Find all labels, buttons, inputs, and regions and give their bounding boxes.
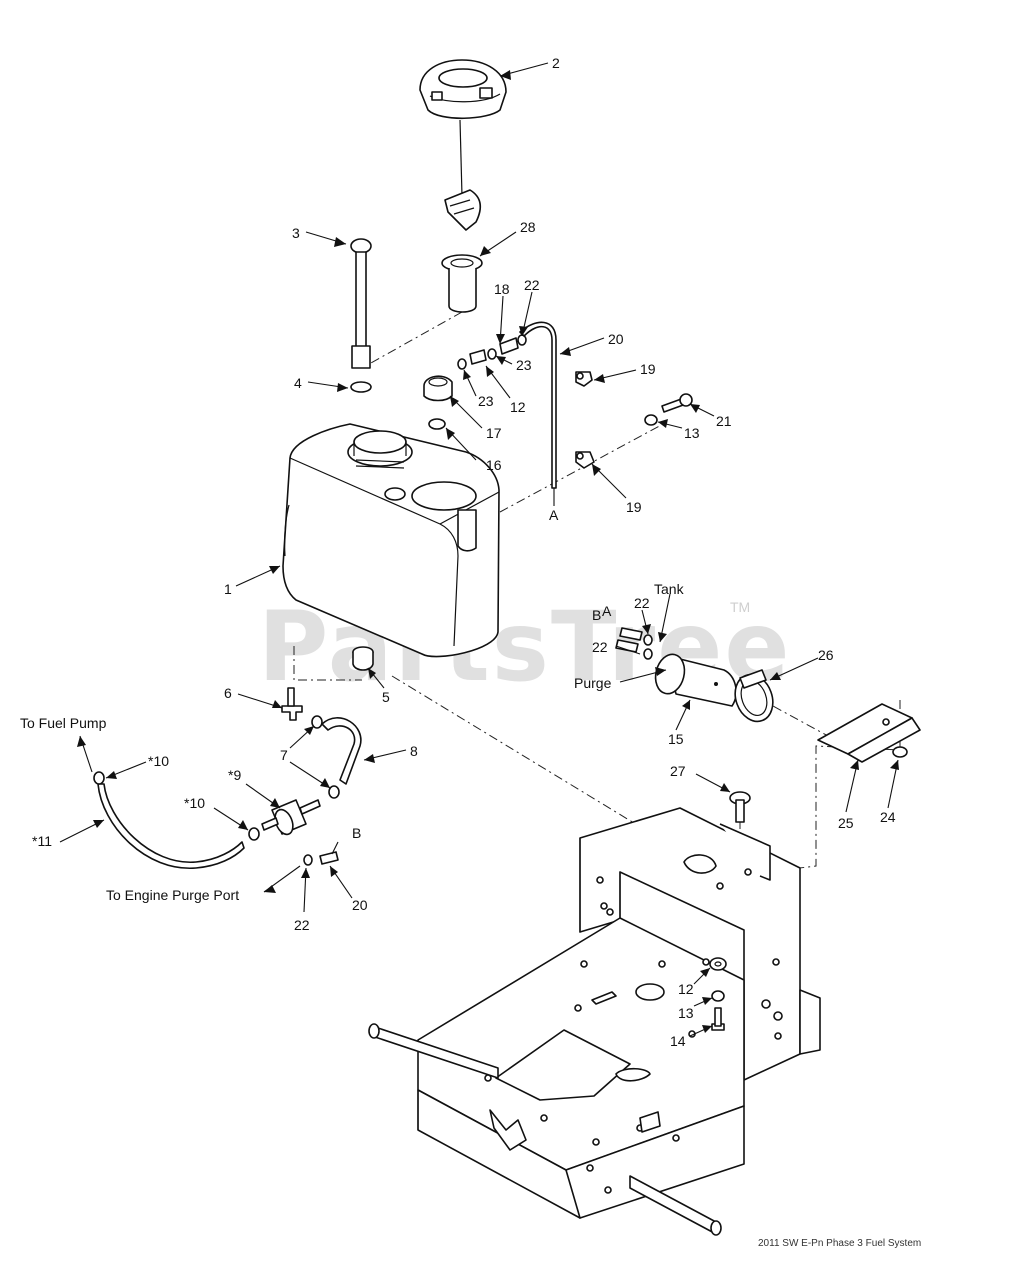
- fuel-tank: [282, 423, 500, 658]
- callout-10-right: *10: [184, 795, 205, 811]
- to-fuel-pump-label: To Fuel Pump: [20, 715, 107, 731]
- vent-grommet: [428, 418, 446, 430]
- callout-22-canister-lower: 22: [592, 639, 608, 655]
- vent-hose: [519, 321, 557, 489]
- canister-fittings: [615, 627, 653, 660]
- callout-27: 27: [670, 763, 686, 779]
- callout-2: 2: [552, 55, 560, 71]
- dipstick: [350, 238, 372, 369]
- cap-tether: [444, 189, 482, 231]
- callout-10-left: *10: [148, 753, 169, 769]
- inline-fuel-filter: [261, 799, 321, 836]
- callout-3: 3: [292, 225, 300, 241]
- washer-upper: [644, 414, 658, 426]
- to-engine-purge-port-label: To Engine Purge Port: [106, 887, 239, 903]
- hose-clip-upper: [575, 371, 593, 387]
- mower-frame: [368, 807, 821, 1236]
- callout-9: *9: [228, 767, 241, 783]
- vent-fittings: [457, 334, 527, 370]
- callout-15: 15: [668, 731, 684, 747]
- callout-23-left: 23: [478, 393, 494, 409]
- callout-20-lower: 20: [352, 897, 368, 913]
- callout-5: 5: [382, 689, 390, 705]
- hose-clip-lower: [575, 451, 595, 469]
- canister-clamp: [734, 669, 774, 723]
- callout-B-canister: B: [592, 607, 601, 623]
- tee-fitting: [281, 687, 303, 721]
- callout-21: 21: [716, 413, 732, 429]
- leader-lines: [59, 62, 899, 1037]
- callout-25: 25: [838, 815, 854, 831]
- hose-clamp-a: [311, 715, 323, 729]
- fuel-cap: [419, 59, 507, 197]
- callout-4: 4: [294, 375, 302, 391]
- callout-22-lower: 22: [294, 917, 310, 933]
- bracket-nut: [892, 746, 908, 758]
- mounting-screw: [661, 393, 693, 413]
- watermark-trademark: TM: [730, 599, 750, 615]
- callout-7: 7: [280, 747, 288, 763]
- callout-23-right: 23: [516, 357, 532, 373]
- callout-20-upper: 20: [608, 331, 624, 347]
- callout-22-canister-upper: 22: [634, 595, 650, 611]
- fuel-hose-long: [97, 783, 245, 869]
- vent-valve: [423, 375, 453, 402]
- callout-B-purge: B: [352, 825, 361, 841]
- canister-bracket: [817, 703, 921, 763]
- frame-hardware: [709, 957, 727, 1031]
- callout-8: 8: [410, 743, 418, 759]
- callout-18: 18: [494, 281, 510, 297]
- hose-clamp-b: [328, 785, 340, 799]
- callout-1: 1: [224, 581, 232, 597]
- tank-grommet: [352, 646, 374, 671]
- callout-A-canister: A: [602, 603, 612, 619]
- callout-12-vent: 12: [510, 399, 526, 415]
- callout-12-frame: 12: [678, 981, 694, 997]
- purge-hose-fittings: [303, 851, 339, 866]
- hose-clamp-d: [93, 771, 105, 785]
- callout-28: 28: [520, 219, 536, 235]
- callout-14: 14: [670, 1033, 686, 1049]
- diagram-footer: 2011 SW E-Pn Phase 3 Fuel System: [758, 1238, 921, 1249]
- callout-13-frame: 13: [678, 1005, 694, 1021]
- fuel-hose-short: [321, 717, 362, 785]
- callout-labels: 2 3 28 18 22 20 23 12 23 19 21 13 4 17 1…: [32, 55, 896, 1049]
- callout-6: 6: [224, 685, 232, 701]
- tank-port-label: Tank: [654, 581, 685, 597]
- hose-clamp-c: [248, 827, 260, 841]
- callout-A-hose: A: [549, 507, 559, 523]
- callout-26: 26: [818, 647, 834, 663]
- annotations: To Fuel Pump To Engine Purge Port Tank P…: [20, 581, 685, 903]
- o-ring: [350, 381, 372, 393]
- filler-strainer: [441, 254, 483, 313]
- callout-19-lower: 19: [626, 499, 642, 515]
- callout-22-upper: 22: [524, 277, 540, 293]
- callout-24: 24: [880, 809, 896, 825]
- callout-16: 16: [486, 457, 502, 473]
- callout-11: *11: [32, 833, 52, 849]
- callout-17: 17: [486, 425, 502, 441]
- callout-13-upper: 13: [684, 425, 700, 441]
- callout-19-upper: 19: [640, 361, 656, 377]
- charcoal-canister: [654, 653, 737, 707]
- purge-port-label: Purge: [574, 675, 612, 691]
- carriage-bolt: [729, 791, 751, 823]
